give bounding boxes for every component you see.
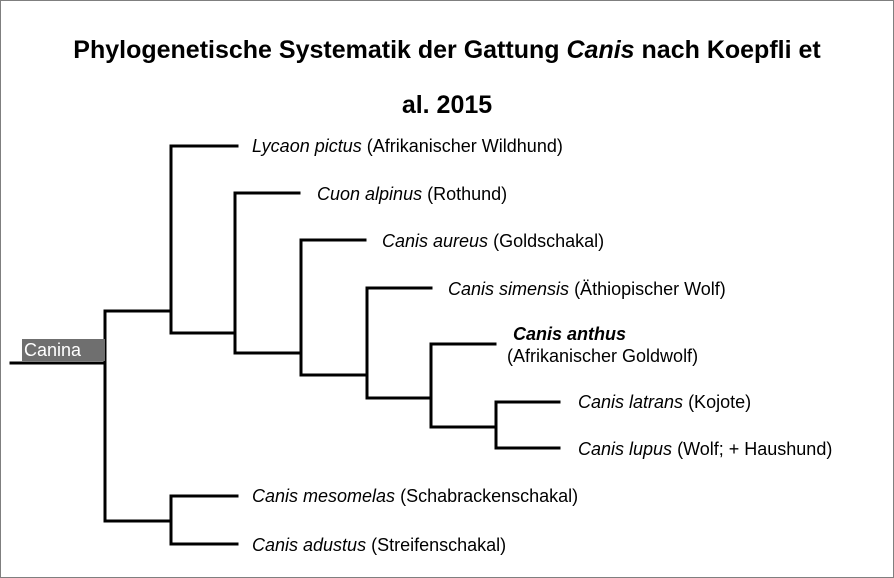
taxon-label-cuon: Cuon alpinus (Rothund) — [317, 184, 507, 204]
taxon-label-anthus-common: (Afrikanischer Goldwolf) — [507, 346, 698, 366]
root-label: Canina — [24, 340, 82, 360]
common-name: (Rothund) — [427, 184, 508, 204]
scientific-name: Canis lupus — [578, 439, 673, 459]
scientific-name: Canis simensis — [448, 279, 570, 299]
scientific-name: Canis latrans — [578, 392, 684, 412]
title-line-2: al. 2015 — [401, 91, 493, 119]
root-label-box — [22, 339, 105, 361]
common-name: (Wolf; + Haushund) — [677, 439, 833, 459]
scientific-name: Cuon alpinus — [317, 184, 423, 204]
common-name: (Afrikanischer Goldwolf) — [507, 346, 699, 366]
scientific-name: Canis aureus — [382, 231, 489, 251]
taxon-label-anthus: Canis anthus — [513, 324, 626, 344]
common-name: (Kojote) — [688, 392, 752, 412]
common-name: (Goldschakal) — [493, 231, 605, 251]
common-name: (Afrikanischer Wildhund) — [366, 136, 563, 156]
taxon-label-simensis: Canis simensis (Äthiopischer Wolf) — [448, 279, 726, 299]
common-name: (Äthiopischer Wolf) — [574, 279, 726, 299]
common-name: (Schabrackenschakal) — [400, 486, 579, 506]
taxon-label-lycaon: Lycaon pictus (Afrikanischer Wildhund) — [252, 136, 563, 156]
title-text-post: nach Koepfli et — [634, 36, 821, 64]
scientific-name: Canis mesomelas — [252, 486, 396, 506]
title-genus: Canis — [566, 36, 635, 64]
common-name: (Streifenschakal) — [371, 535, 507, 555]
title-line-1: Phylogenetische Systematik der Gattung C… — [1, 23, 893, 78]
scientific-name: Lycaon pictus — [252, 136, 362, 156]
taxon-label-latrans: Canis latrans (Kojote) — [578, 392, 751, 412]
scientific-name: Canis anthus — [513, 324, 627, 344]
taxon-label-adustus: Canis adustus (Streifenschakal) — [252, 535, 506, 555]
figure-title: Phylogenetische Systematik der Gattung C… — [1, 23, 893, 133]
taxon-label-aureus: Canis aureus (Goldschakal) — [382, 231, 604, 251]
taxon-label-mesomelas: Canis mesomelas (Schabrackenschakal) — [252, 486, 578, 506]
title-text-pre: Phylogenetische Systematik der Gattung — [73, 36, 567, 64]
taxon-label-lupus: Canis lupus (Wolf; + Haushund) — [578, 439, 832, 459]
scientific-name: Canis adustus — [252, 535, 367, 555]
